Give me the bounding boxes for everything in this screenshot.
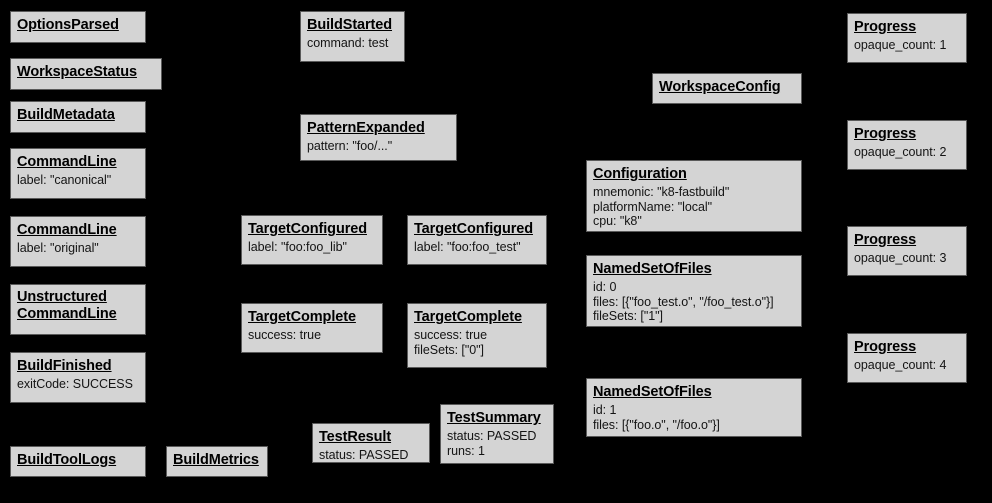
event-node-build-metrics[interactable]: BuildMetrics: [166, 446, 268, 477]
event-node-title: TestResult: [319, 429, 392, 445]
event-node-title: CommandLine: [17, 154, 117, 170]
event-node-title: TestSummary: [447, 410, 541, 426]
event-node-configuration[interactable]: Configuration mnemonic: "k8-fastbuild"pla…: [586, 160, 802, 232]
event-node-title: Progress: [854, 232, 917, 248]
event-node-build-finished[interactable]: BuildFinished exitCode: SUCCESS: [10, 352, 146, 403]
event-node-title: TargetConfigured: [414, 221, 533, 237]
event-node-title: BuildMetadata: [17, 107, 115, 123]
event-node-fields: command: test: [307, 36, 398, 51]
event-node-fields: opaque_count: 3: [854, 251, 960, 266]
event-node-field: fileSets: ["1"]: [593, 309, 663, 324]
event-node-fields: opaque_count: 1: [854, 38, 960, 53]
event-node-field: opaque_count: 1: [854, 37, 947, 52]
event-node-unstructured-cmdline[interactable]: Unstructured CommandLine: [10, 284, 146, 335]
event-node-title: BuildToolLogs: [17, 452, 117, 468]
event-node-title: Progress: [854, 126, 917, 142]
event-node-title: BuildFinished: [17, 358, 112, 374]
event-node-field: label: "canonical": [17, 172, 112, 187]
event-node-title: TargetComplete: [414, 309, 522, 325]
event-node-target-configured-test[interactable]: TargetConfigured label: "foo:foo_test": [407, 215, 547, 265]
event-node-field: exitCode: SUCCESS: [17, 376, 133, 391]
event-node-title: WorkspaceConfig: [659, 79, 781, 95]
event-node-fields: mnemonic: "k8-fastbuild"platformName: "l…: [593, 185, 795, 229]
event-node-test-result[interactable]: TestResult status: PASSED: [312, 423, 430, 463]
event-node-fields: status: PASSED: [319, 448, 423, 463]
event-node-title: Unstructured CommandLine: [17, 289, 117, 323]
event-node-title: BuildMetrics: [173, 452, 259, 468]
event-node-fields: opaque_count: 4: [854, 358, 960, 373]
event-node-title: WorkspaceStatus: [17, 64, 137, 80]
event-node-title: NamedSetOfFiles: [593, 384, 712, 400]
event-node-fields: exitCode: SUCCESS: [17, 377, 139, 392]
event-node-title: TargetConfigured: [248, 221, 367, 237]
event-node-options-parsed[interactable]: OptionsParsed: [10, 11, 146, 43]
event-node-command-line-original[interactable]: CommandLine label: "original": [10, 216, 146, 267]
event-node-fields: pattern: "foo/...": [307, 139, 450, 154]
event-node-title: OptionsParsed: [17, 17, 119, 33]
event-node-fields: opaque_count: 2: [854, 145, 960, 160]
event-node-field: status: PASSED: [319, 447, 409, 462]
event-node-field: platformName: "local": [593, 199, 712, 214]
event-node-field: opaque_count: 2: [854, 144, 947, 159]
event-node-field: command: test: [307, 35, 389, 50]
event-node-field: label: "foo:foo_lib": [248, 239, 347, 254]
event-node-fields: label: "foo:foo_lib": [248, 240, 376, 255]
event-node-field: files: [{"foo.o", "/foo.o"}]: [593, 417, 720, 432]
event-node-title: Progress: [854, 339, 917, 355]
event-node-fields: label: "foo:foo_test": [414, 240, 540, 255]
event-node-title: CommandLine: [17, 222, 117, 238]
event-node-field: success: true: [414, 327, 487, 342]
event-node-field: opaque_count: 4: [854, 357, 947, 372]
event-node-field: files: [{"foo_test.o", "/foo_test.o"}]: [593, 294, 774, 309]
event-node-fields: label: "canonical": [17, 173, 139, 188]
event-node-title: Progress: [854, 19, 917, 35]
event-node-field: runs: 1: [447, 443, 485, 458]
event-node-target-complete-lib[interactable]: TargetComplete success: true: [241, 303, 383, 353]
event-node-field: opaque_count: 3: [854, 250, 947, 265]
event-node-field: id: 0: [593, 279, 617, 294]
event-node-field: pattern: "foo/...": [307, 138, 393, 153]
event-node-field: label: "foo:foo_test": [414, 239, 521, 254]
event-node-progress-4[interactable]: Progress opaque_count: 4: [847, 333, 967, 383]
event-node-workspace-status[interactable]: WorkspaceStatus: [10, 58, 162, 90]
event-node-target-configured-lib[interactable]: TargetConfigured label: "foo:foo_lib": [241, 215, 383, 265]
event-node-build-metadata[interactable]: BuildMetadata: [10, 101, 146, 133]
event-node-title: Configuration: [593, 166, 687, 182]
event-node-workspace-config[interactable]: WorkspaceConfig: [652, 73, 802, 104]
event-node-field: label: "original": [17, 240, 99, 255]
event-node-progress-1[interactable]: Progress opaque_count: 1: [847, 13, 967, 63]
event-node-command-line-canonical[interactable]: CommandLine label: "canonical": [10, 148, 146, 199]
event-node-fields: success: true: [248, 328, 376, 343]
event-node-pattern-expanded[interactable]: PatternExpanded pattern: "foo/...": [300, 114, 457, 161]
event-node-title: NamedSetOfFiles: [593, 261, 712, 277]
event-node-field: cpu: "k8": [593, 214, 642, 229]
event-node-progress-2[interactable]: Progress opaque_count: 2: [847, 120, 967, 170]
event-node-build-tool-logs[interactable]: BuildToolLogs: [10, 446, 146, 477]
event-node-field: fileSets: ["0"]: [414, 342, 484, 357]
event-node-title: BuildStarted: [307, 17, 393, 33]
event-node-field: mnemonic: "k8-fastbuild": [593, 184, 730, 199]
event-node-title: PatternExpanded: [307, 120, 425, 136]
event-node-field: id: 1: [593, 402, 617, 417]
event-node-field: success: true: [248, 327, 321, 342]
event-node-fields: label: "original": [17, 241, 139, 256]
event-node-build-started[interactable]: BuildStarted command: test: [300, 11, 405, 62]
event-node-progress-3[interactable]: Progress opaque_count: 3: [847, 226, 967, 276]
event-node-field: status: PASSED: [447, 428, 537, 443]
event-node-title: TargetComplete: [248, 309, 356, 325]
